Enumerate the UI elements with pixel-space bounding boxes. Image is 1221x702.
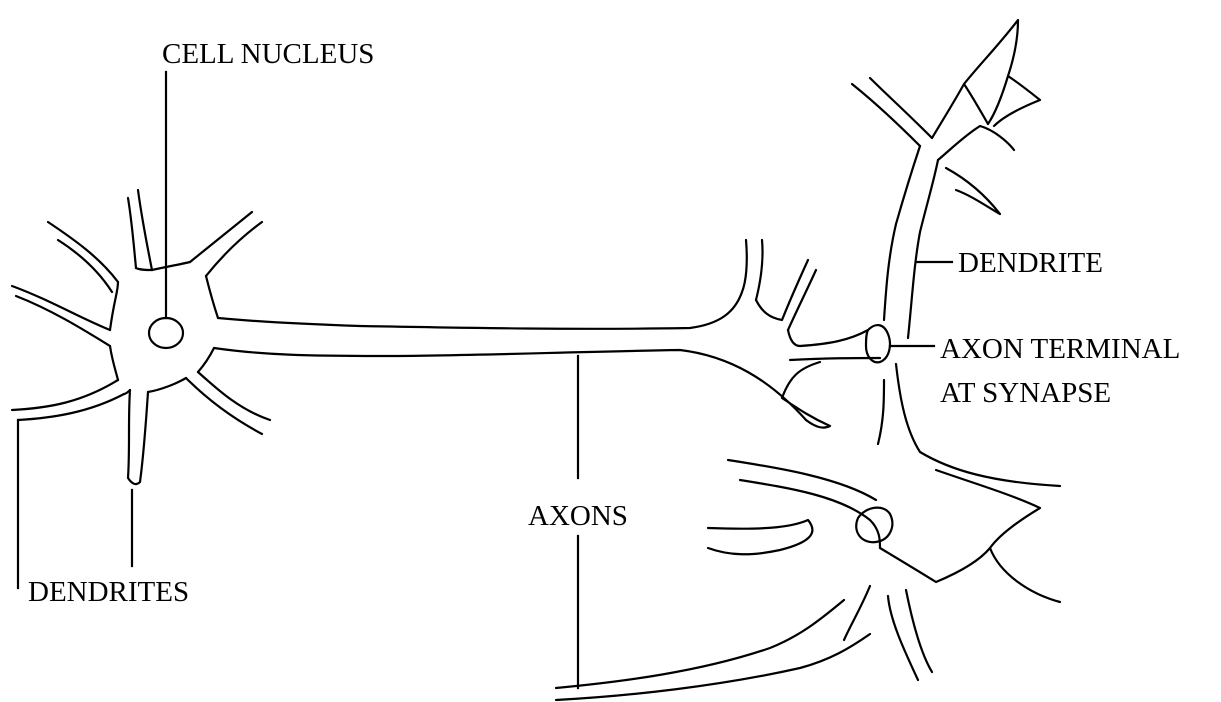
left-neuron — [12, 190, 270, 484]
left-axon-top-edge — [218, 292, 742, 329]
label-dendrite: DENDRITE — [958, 247, 1103, 279]
left-neuron-dendrite-left — [12, 286, 110, 346]
right-neuron-dendrite-crown — [852, 20, 1040, 214]
label-dendrites: DENDRITES — [28, 576, 189, 608]
label-cell-nucleus: CELL NUCLEUS — [162, 38, 374, 70]
left-neuron-dendrite-upper-right — [190, 212, 262, 276]
label-axons: AXONS — [528, 500, 628, 532]
left-axon-terminal-branch-2 — [756, 260, 816, 330]
left-axon-bottom-edge — [214, 348, 806, 420]
left-axon-terminal-branch-1 — [742, 240, 763, 300]
left-neuron-nucleus — [149, 318, 183, 348]
left-axon — [214, 240, 890, 428]
left-axon-terminal-branch-4 — [782, 362, 830, 428]
right-axon-top-edge — [556, 600, 844, 688]
left-neuron-dendrite-top — [128, 190, 152, 270]
left-neuron-dendrite-lower-right — [186, 372, 270, 434]
label-axon-terminal-line1: AXON TERMINAL — [940, 333, 1180, 365]
left-neuron-dendrite-lower-left — [12, 380, 124, 420]
right-neuron-dendrite-long — [884, 146, 938, 338]
left-neuron-dendrite-upper-left — [48, 222, 118, 292]
right-axon-bottom-edge — [556, 634, 870, 700]
left-neuron-dendrite-bottom — [128, 390, 148, 484]
labels: CELL NUCLEUS DENDRITES AXONS DENDRITE AX… — [28, 38, 1180, 608]
right-axon — [556, 600, 870, 700]
label-axon-terminal-line2: AT SYNAPSE — [940, 377, 1111, 409]
axon-terminal-bouton — [866, 325, 890, 362]
right-neuron-dendrite-bottom — [844, 586, 932, 680]
